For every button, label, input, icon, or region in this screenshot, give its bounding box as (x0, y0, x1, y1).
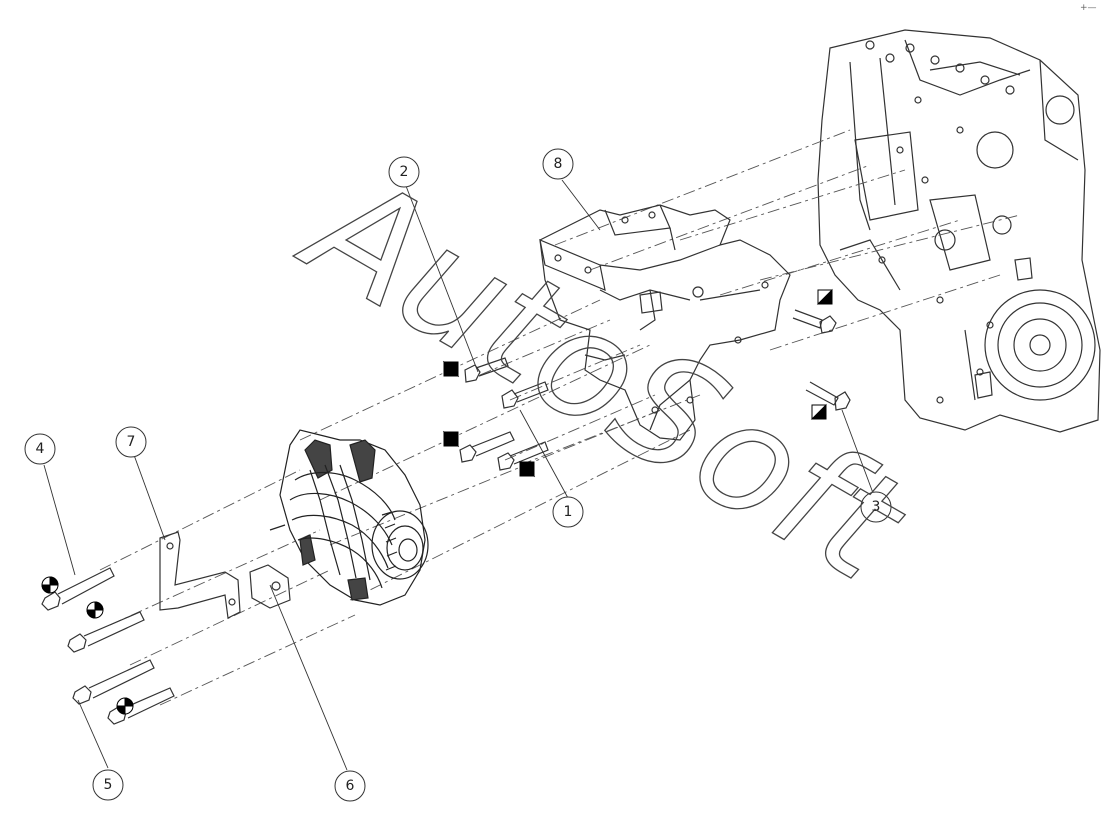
callout-8: 8 (542, 148, 574, 180)
callout-4-label: 4 (36, 441, 45, 457)
callout-6-label: 6 (346, 778, 355, 794)
callout-2-label: 2 (400, 164, 409, 180)
round-torque-symbols (41, 576, 134, 715)
callout-5-label: 5 (104, 777, 113, 793)
engine-block (817, 29, 1101, 433)
callout-1: 1 (552, 496, 584, 528)
callout-1-label: 1 (564, 504, 573, 520)
plate-6 (249, 564, 291, 609)
torque-symbols (442, 288, 833, 478)
bolts-middle (459, 309, 851, 471)
callout-7: 7 (115, 426, 147, 458)
main-mounting-bracket (539, 204, 791, 441)
callouts: 2 8 1 3 4 7 5 6 (24, 148, 892, 802)
callout-3: 3 (860, 491, 892, 523)
alternator (269, 429, 429, 606)
bracket-7 (159, 531, 241, 619)
callout-2: 2 (388, 156, 420, 188)
bolts-left (41, 567, 175, 725)
callout-leaders (43, 179, 874, 771)
callout-7-label: 7 (127, 434, 136, 450)
watermark: AutoSoft (275, 136, 934, 617)
callout-3-label: 3 (872, 499, 881, 515)
callout-5: 5 (92, 769, 124, 801)
callout-4: 4 (24, 433, 56, 465)
callout-8-label: 8 (554, 156, 563, 172)
corner-mark: +— (1080, 3, 1097, 13)
callout-6: 6 (334, 770, 366, 802)
